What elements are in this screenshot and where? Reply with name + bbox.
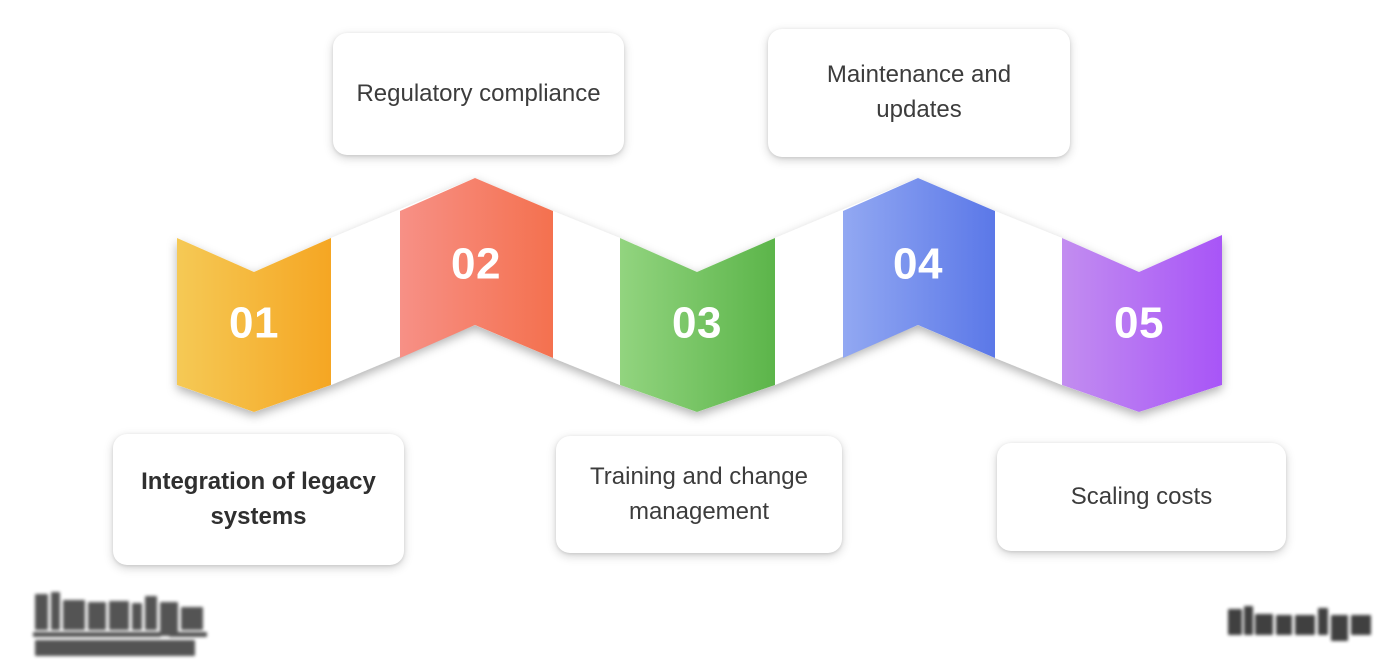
label-card-maintenance-and-updates[interactable]: Maintenance and updates: [768, 29, 1070, 157]
ribbon-segment-05: [1062, 235, 1222, 412]
ribbon-segment-04: [843, 178, 995, 358]
ribbon-segment-01: [177, 238, 331, 412]
label-card-training-and-change-management[interactable]: Training and change management: [556, 436, 842, 553]
ribbon-segment-02: [400, 178, 553, 358]
ribbon-band: [177, 178, 1222, 412]
label-card-scaling-costs[interactable]: Scaling costs: [997, 443, 1286, 551]
step-number-01: 01: [229, 299, 279, 348]
step-number-02: 02: [451, 240, 501, 289]
ribbon-segments: [177, 178, 1222, 412]
label-card-regulatory-compliance[interactable]: Regulatory compliance: [333, 33, 624, 155]
step-number-03: 03: [672, 299, 722, 348]
step-number-04: 04: [893, 240, 943, 289]
watermark-logo-right: [1228, 606, 1373, 641]
ribbon-silhouette: [177, 178, 1222, 412]
step-number-05: 05: [1114, 299, 1164, 348]
ribbon-segment-03: [620, 238, 775, 412]
label-card-integration-of-legacy-systems[interactable]: Integration of legacy systems: [113, 434, 404, 565]
watermark-logo-left: [33, 592, 208, 656]
